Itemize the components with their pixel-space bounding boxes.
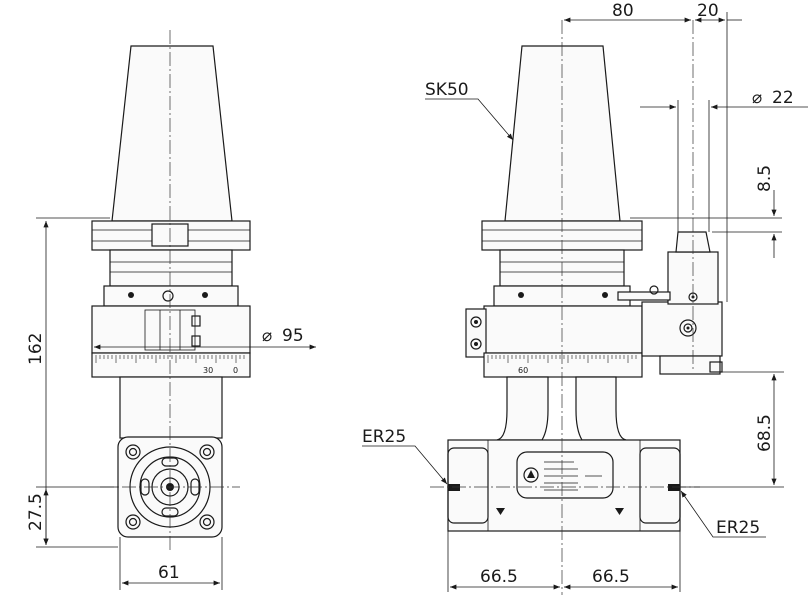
dimension-162: 162 <box>26 333 46 365</box>
pillar-right <box>575 376 627 441</box>
pillar-left <box>496 376 549 441</box>
dimension-95: 95 <box>282 326 304 346</box>
taper-cone-right <box>504 45 621 222</box>
diameter-22-symbol: ⌀ <box>752 88 762 108</box>
housing <box>91 305 251 354</box>
diameter-95-symbol: ⌀ <box>262 326 272 346</box>
scale-mark-60: 60 <box>518 366 528 375</box>
right-view: 60 <box>362 1 808 595</box>
callout-er25-right: ER25 <box>716 518 760 538</box>
callout-er25-left: ER25 <box>362 427 406 447</box>
nameplate <box>516 451 614 499</box>
callout-sk50: SK50 <box>425 80 469 100</box>
lower-body <box>119 376 223 439</box>
taper-cone <box>111 45 233 222</box>
dimension-61: 61 <box>158 563 180 583</box>
dimension-8-5: 8.5 <box>755 165 775 192</box>
dimension-68-5: 68.5 <box>755 414 775 452</box>
dimension-20: 20 <box>697 1 719 21</box>
dimension-66-5-right: 66.5 <box>592 567 630 587</box>
neck <box>109 249 233 287</box>
dimension-66-5-left: 66.5 <box>480 567 518 587</box>
stop-block <box>641 301 723 357</box>
dimension-27-5: 27.5 <box>26 493 46 531</box>
dimension-22: 22 <box>772 88 794 108</box>
scale-mark-30: 30 <box>203 366 213 375</box>
scale-mark-0: 0 <box>233 366 238 375</box>
left-view: 30 0 162 27.5 61 <box>26 30 316 590</box>
dimension-80: 80 <box>612 1 634 21</box>
housing-right <box>483 305 643 354</box>
